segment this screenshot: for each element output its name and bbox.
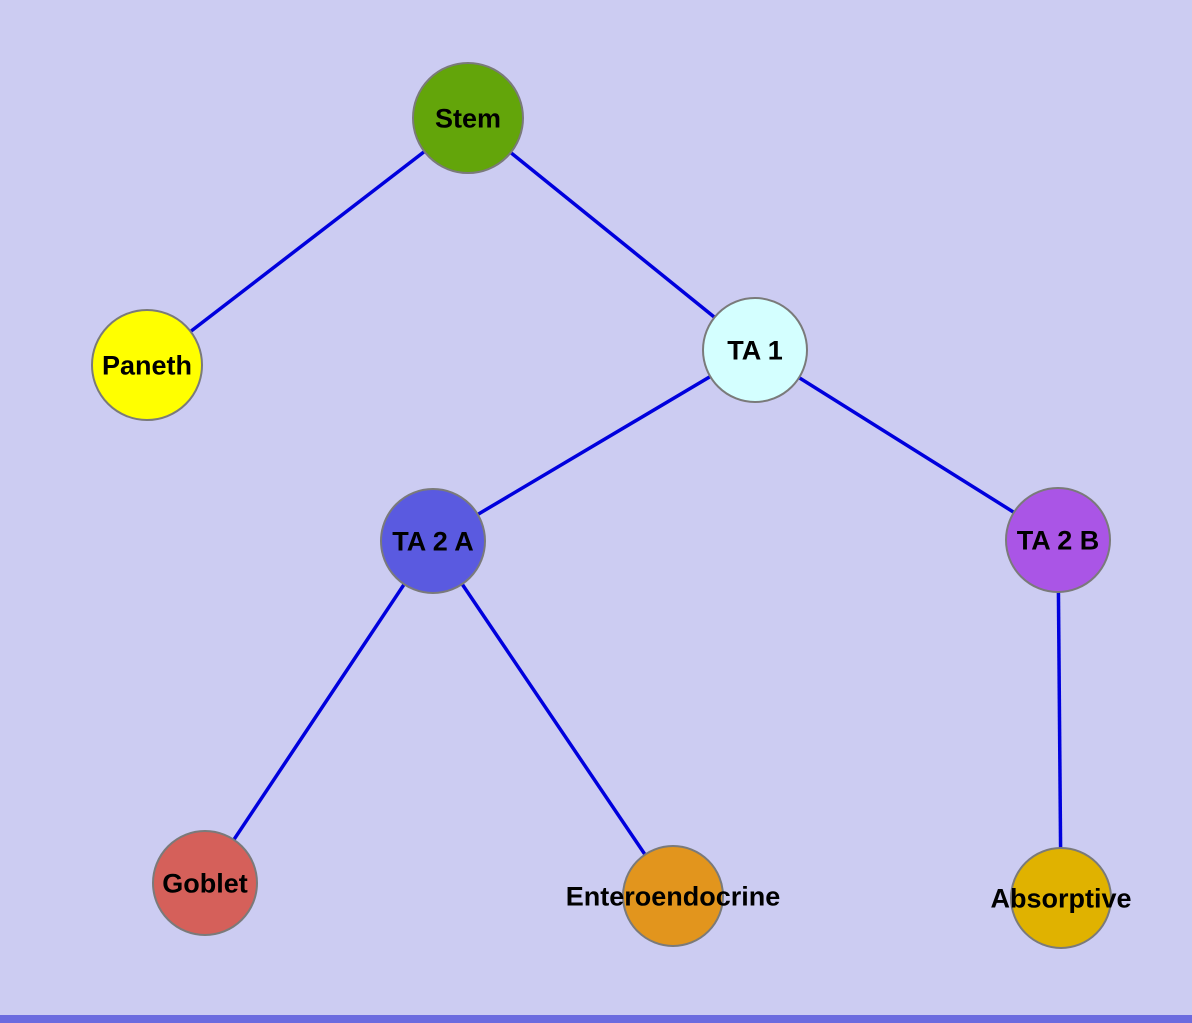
bottom-border: [0, 1015, 1192, 1023]
node-ta-1[interactable]: [702, 297, 808, 403]
edge-ta-2-a-to-enteroendocrine: [431, 540, 675, 897]
node-absorptive[interactable]: [1010, 847, 1112, 949]
graph-node-group-enteroendocrine: Enteroendocrine: [566, 845, 780, 947]
graph-node-group-stem: Stem: [412, 62, 524, 174]
edge-ta-1-to-ta-2-b: [754, 348, 1059, 542]
node-stem[interactable]: [412, 62, 524, 174]
edge-ta-1-to-ta-2-a: [432, 348, 756, 543]
graph-node-group-ta-1: TA 1: [702, 297, 808, 403]
node-goblet[interactable]: [152, 830, 258, 936]
edge-stem-to-paneth: [145, 116, 470, 367]
graph-node-group-goblet: Goblet: [152, 830, 258, 936]
node-ta-2-b[interactable]: [1005, 487, 1111, 593]
edge-ta-2-b-to-absorptive: [1056, 539, 1063, 899]
node-paneth[interactable]: [91, 309, 203, 421]
graph-node-group-ta-2-b: TA 2 B: [1005, 487, 1111, 593]
node-enteroendocrine[interactable]: [622, 845, 724, 947]
edges-layer: [145, 116, 1063, 899]
graph-node-group-paneth: Paneth: [91, 309, 203, 421]
edge-ta-2-a-to-goblet: [203, 540, 435, 884]
edge-stem-to-ta-1: [466, 116, 757, 352]
node-ta-2-a[interactable]: [380, 488, 486, 594]
graph-node-group-ta-2-a: TA 2 A: [380, 488, 486, 594]
graph-node-group-absorptive: Absorptive: [990, 847, 1132, 949]
